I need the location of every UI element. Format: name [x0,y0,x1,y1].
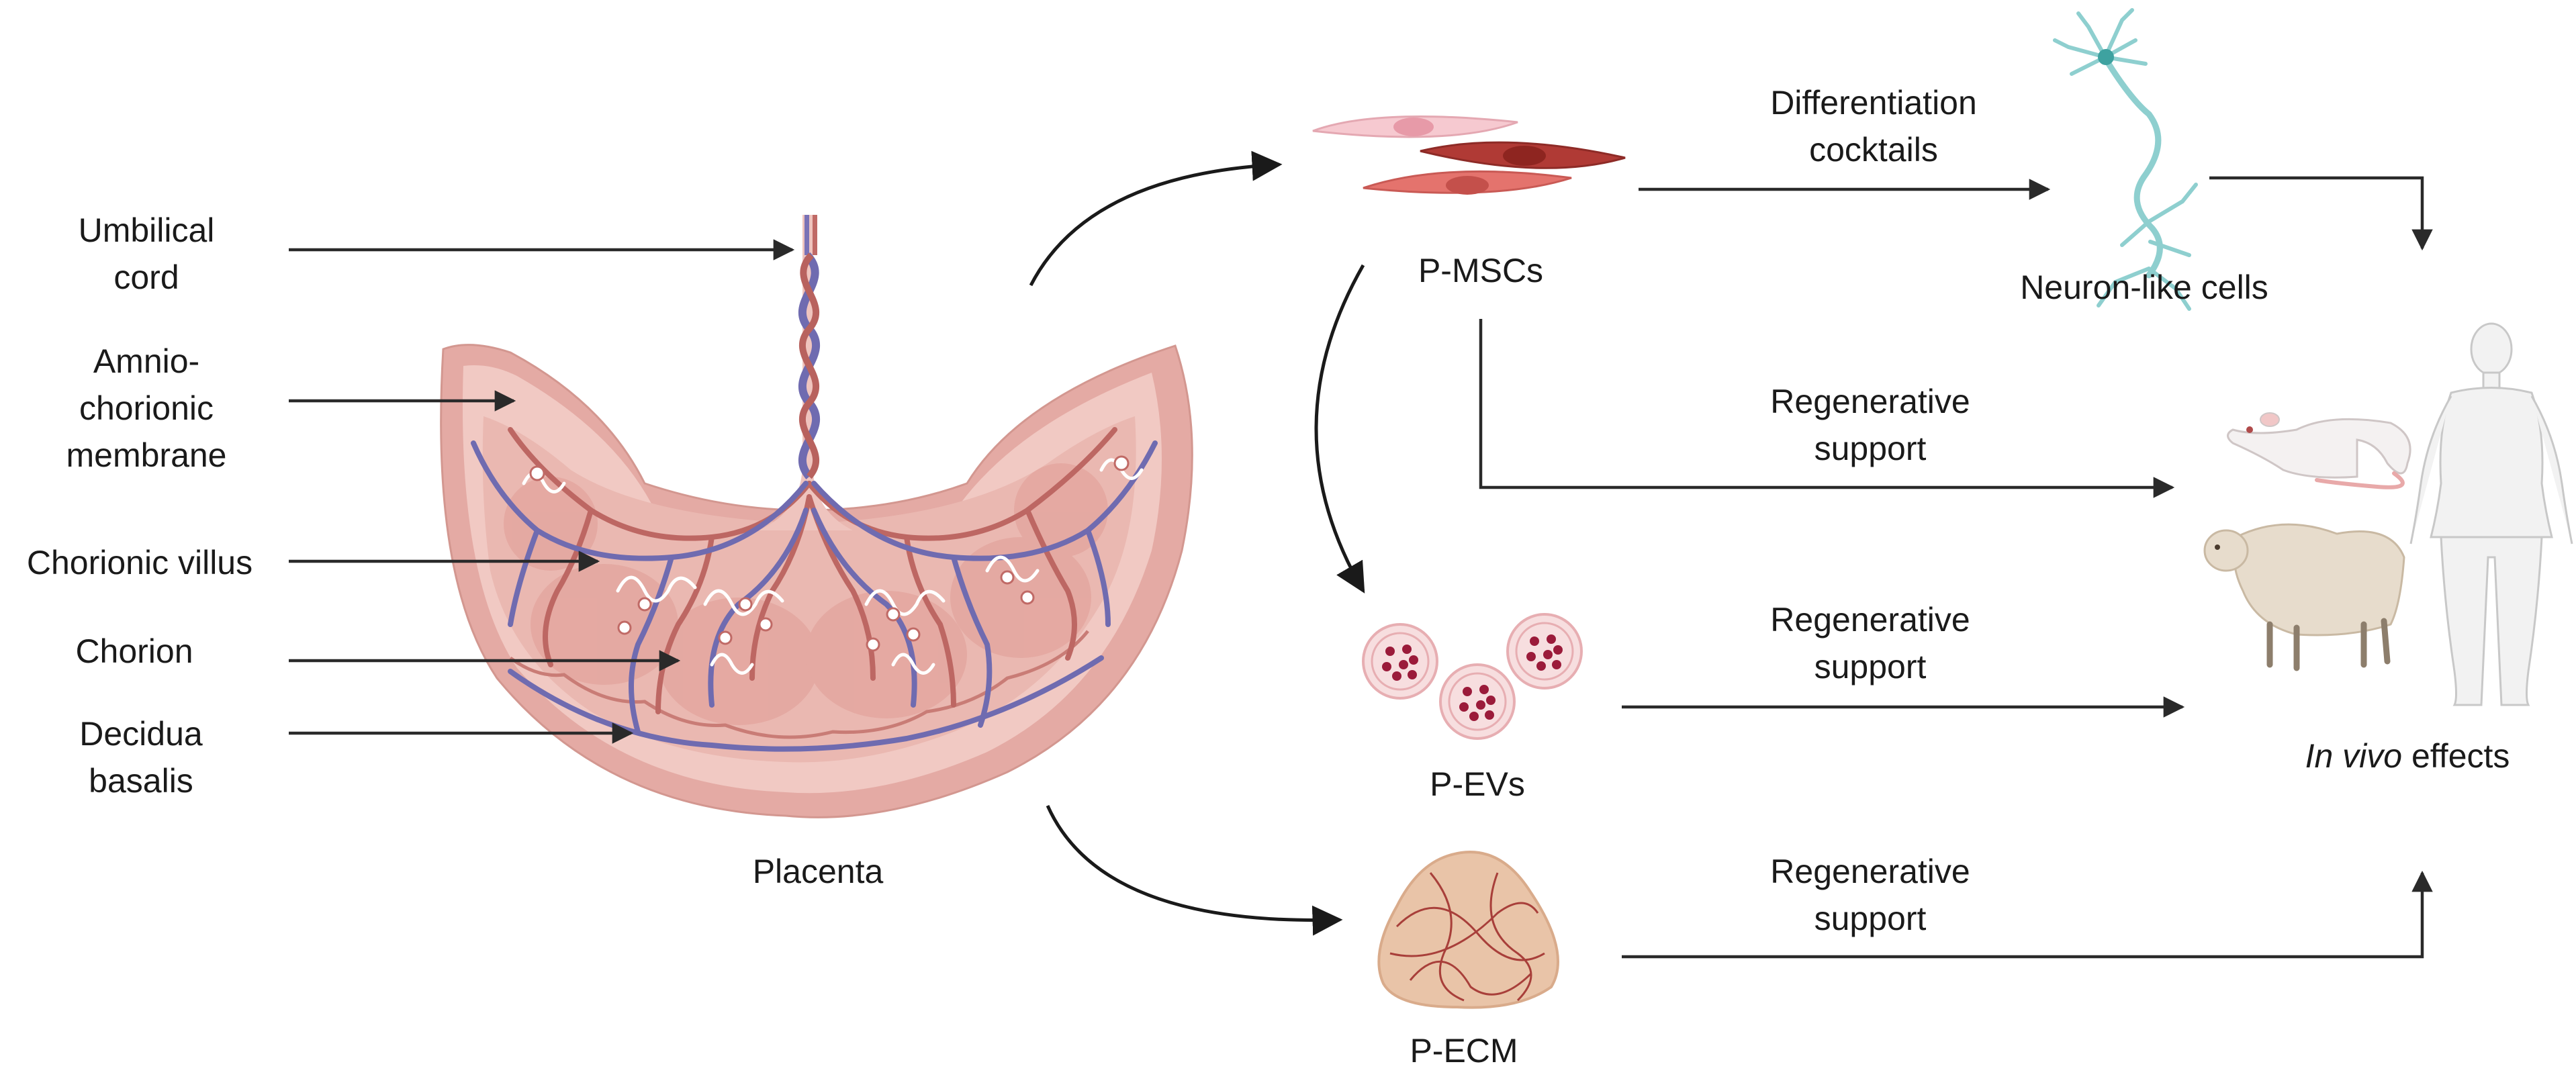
text-line: chorionic [79,389,214,427]
label-chorionic-villus: Chorionic villus [27,544,252,581]
text-line: support [1814,648,1927,685]
text-line: support [1814,900,1927,937]
text-line: Chorionic villus [27,544,252,581]
text-line: cord [113,258,179,296]
text-line: basalis [89,762,193,800]
text-line: support [1814,430,1927,467]
label-decidua-basalis: Decidua basalis [79,715,203,800]
text-line: Amnio- [93,342,199,380]
arrow-ecm-to-in-vivo [1622,870,2433,959]
text-line: Chorion [75,632,193,670]
label-differentiation-cocktails: Differentiation cocktails [1770,84,1977,169]
rat-illustration [2227,412,2411,489]
human-illustration [2409,322,2573,706]
label-p-ecm: P-ECM [1410,1032,1518,1070]
label-p-evs: P-EVs [1430,765,1525,803]
label-neuron-like-cells: Neuron-like cells [2020,269,2268,306]
neuron-illustration [2053,8,2198,311]
arrow-mscs-to-in-vivo [1479,319,2175,498]
curved-arrow-to-mscs [1029,150,1283,287]
neuron-nucleus [2098,49,2114,65]
text-line: Umbilical [79,211,215,249]
label-regenerative-support-mscs: Regenerative support [1770,383,1970,467]
ecm-illustration [1377,851,1559,1009]
label-amniochorionic-membrane: Amnio-chorionic membrane [66,342,227,474]
text-line: Decidua [79,715,203,753]
label-regenerative-support-evs: Regenerative support [1770,601,1970,685]
label-p-mscs: P-MSCs [1418,252,1543,289]
text-line: membrane [66,436,227,474]
msc-cells-illustration [1312,115,1626,195]
label-regenerative-support-ecm: Regenerative support [1770,853,1970,937]
label-placenta: Placenta [753,853,884,890]
label-umbilical-cord: Umbilical cord [79,211,215,296]
text-line: Regenerative [1770,383,1970,420]
placenta-illustration [440,215,1193,818]
arrow-neurons-to-in-vivo [2209,176,2433,251]
text-line: cocktails [1809,131,1938,169]
curved-arrow-to-ecm [1046,804,1343,936]
label-in-vivo-effects: In vivo effects [2305,737,2510,775]
text-line: Regenerative [1770,601,1970,638]
curved-arrow-to-evs [1314,264,1365,594]
ev-vesicles-illustration [1362,613,1583,740]
text-line: Regenerative [1770,853,1970,890]
label-chorion: Chorion [75,632,193,670]
sheep-illustration [2203,523,2405,671]
text-line: Differentiation [1770,84,1977,122]
